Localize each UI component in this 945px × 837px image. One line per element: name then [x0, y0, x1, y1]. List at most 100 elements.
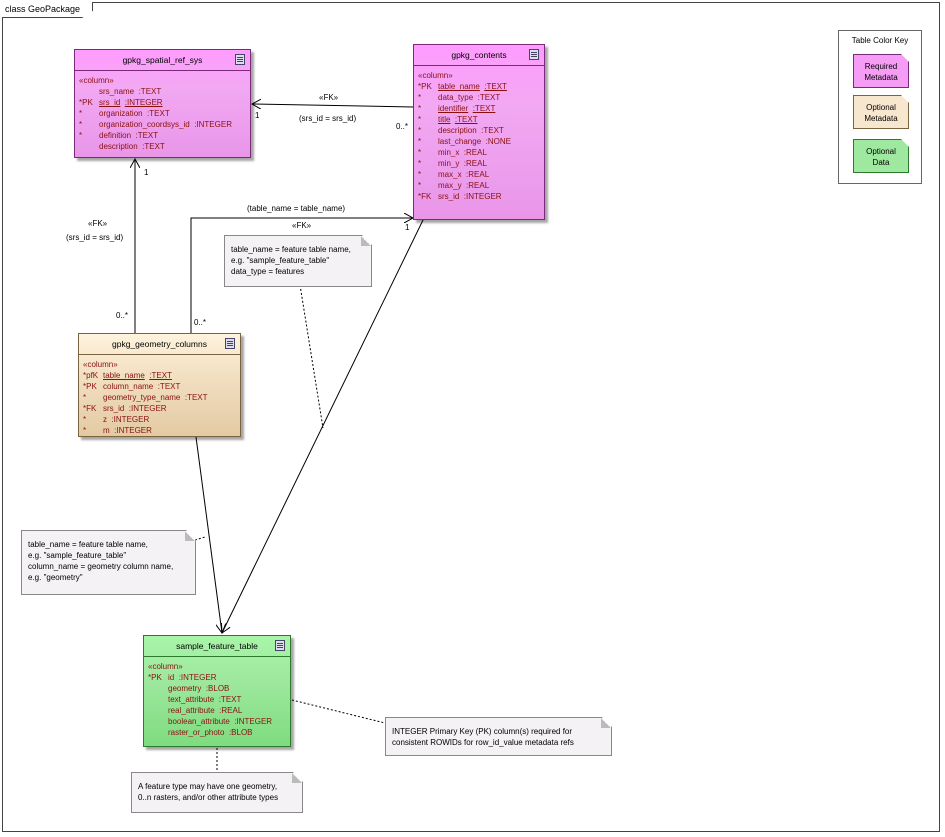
column-type: :INTEGER — [124, 98, 163, 107]
column-key-marker — [148, 694, 168, 705]
key-optional-metadata: Optional Metadata — [853, 95, 909, 129]
column-type: :INTEGER — [194, 120, 232, 129]
table-icon — [529, 49, 539, 60]
column-type: :TEXT — [218, 695, 242, 704]
column-type: :TEXT — [147, 109, 170, 118]
column-name: m — [103, 426, 110, 435]
column-name: srs_name — [99, 87, 135, 96]
column-name: max_y — [438, 181, 462, 190]
column-name: table_name — [103, 371, 145, 380]
column-type: :TEXT — [149, 371, 172, 380]
note-link-contents — [299, 284, 324, 429]
column-row: *min_y :REAL — [418, 158, 544, 169]
column-key-marker: *FK — [418, 192, 432, 201]
table-title: gpkg_geometry_columns — [112, 339, 207, 349]
note-link-pk — [291, 699, 386, 724]
column-name: z — [103, 415, 107, 424]
column-type: :TEXT — [481, 126, 504, 135]
column-name: real_attribute — [168, 706, 215, 715]
column-name: text_attribute — [168, 695, 215, 704]
column-type: :TEXT — [184, 393, 208, 402]
note-geometry-columns: table_name = feature table name, e.g. "s… — [21, 530, 196, 595]
table-icon — [235, 54, 245, 65]
column-key-marker: * — [418, 137, 422, 146]
column-row: * z :INTEGER — [83, 414, 240, 425]
column-key-marker: * — [418, 126, 422, 135]
table-title: gpkg_spatial_ref_sys — [122, 55, 203, 65]
column-row: *organization_coordsys_id :INTEGER — [79, 119, 250, 130]
column-name: raster_or_photo — [168, 728, 225, 737]
column-key-marker: * — [418, 93, 422, 102]
column-key-marker: * — [418, 104, 422, 113]
column-type: :TEXT — [157, 382, 181, 391]
column-type: :REAL — [463, 159, 487, 168]
column-row: raster_or_photo :BLOB — [148, 727, 290, 738]
column-key-marker: * — [418, 181, 422, 190]
table-title: gpkg_contents — [451, 50, 507, 60]
table-header: gpkg_geometry_columns — [79, 334, 240, 355]
note-integer-primary-key: INTEGER Primary Key (PK) column(s) requi… — [385, 717, 612, 756]
column-name: organization_coordsys_id — [99, 120, 190, 129]
column-key-marker: *PK — [148, 673, 162, 682]
fk2-stereotype-label: «FK» — [88, 219, 108, 228]
column-name: last_change — [438, 137, 482, 146]
table-gpkg-spatial-ref-sys[interactable]: gpkg_spatial_ref_sys «column» srs_name :… — [74, 49, 251, 158]
column-key-marker: * — [418, 170, 422, 179]
fk2-condition-label: (srs_id = srs_id) — [66, 233, 124, 242]
color-key-title: Table Color Key — [851, 36, 909, 45]
column-name: srs_id — [99, 98, 121, 107]
column-key-marker — [148, 683, 168, 694]
column-name: data_type — [438, 93, 474, 102]
stereotype-label: «column» — [418, 71, 453, 80]
column-key-marker: * — [418, 159, 422, 168]
column-row: text_attribute :TEXT — [148, 694, 290, 705]
fk1-target-multiplicity: 1 — [255, 111, 260, 120]
column-type: :TEXT — [135, 131, 159, 140]
column-name: id — [168, 673, 175, 682]
table-header: gpkg_contents — [414, 45, 544, 66]
column-name: identifier — [438, 104, 469, 113]
column-row: geometry :BLOB — [148, 683, 290, 694]
fk1-source-multiplicity: 0..* — [396, 122, 409, 131]
column-type: :REAL — [463, 148, 487, 157]
column-row: * max_y :REAL — [418, 180, 544, 191]
column-key-marker: *PK — [79, 98, 93, 107]
column-row: *organization :TEXT — [79, 108, 250, 119]
column-type: :REAL — [466, 170, 490, 179]
column-name: srs_id — [438, 192, 460, 201]
column-name: description — [99, 142, 138, 151]
column-name: min_x — [438, 148, 460, 157]
fk2-source-multiplicity: 0..* — [116, 311, 129, 320]
column-type: :TEXT — [477, 93, 501, 102]
column-type: :REAL — [466, 181, 490, 190]
column-row: *min_x :REAL — [418, 147, 544, 158]
column-row: *title :TEXT — [418, 114, 544, 125]
column-row: description :TEXT — [79, 141, 250, 152]
column-name: title — [438, 115, 451, 124]
geom-to-feature-link — [195, 436, 222, 633]
fk1-condition-label: (srs_id = srs_id) — [299, 114, 357, 123]
stereotype-label: «column» — [79, 76, 114, 85]
fk3-stereotype-label: «FK» — [292, 221, 312, 230]
frame-label: class GeoPackage — [2, 2, 94, 18]
fk1-stereotype-label: «FK» — [319, 93, 339, 102]
column-type: :BLOB — [228, 728, 253, 737]
column-row: *last_change :NONE — [418, 136, 544, 147]
column-row: real_attribute :REAL — [148, 705, 290, 716]
column-key-marker: * — [79, 109, 83, 118]
column-key-marker: * — [83, 415, 87, 424]
note-link-geom — [194, 536, 206, 541]
column-name: description — [438, 126, 477, 135]
column-name: boolean_attribute — [168, 717, 230, 726]
column-type: :INTEGER — [111, 415, 150, 424]
